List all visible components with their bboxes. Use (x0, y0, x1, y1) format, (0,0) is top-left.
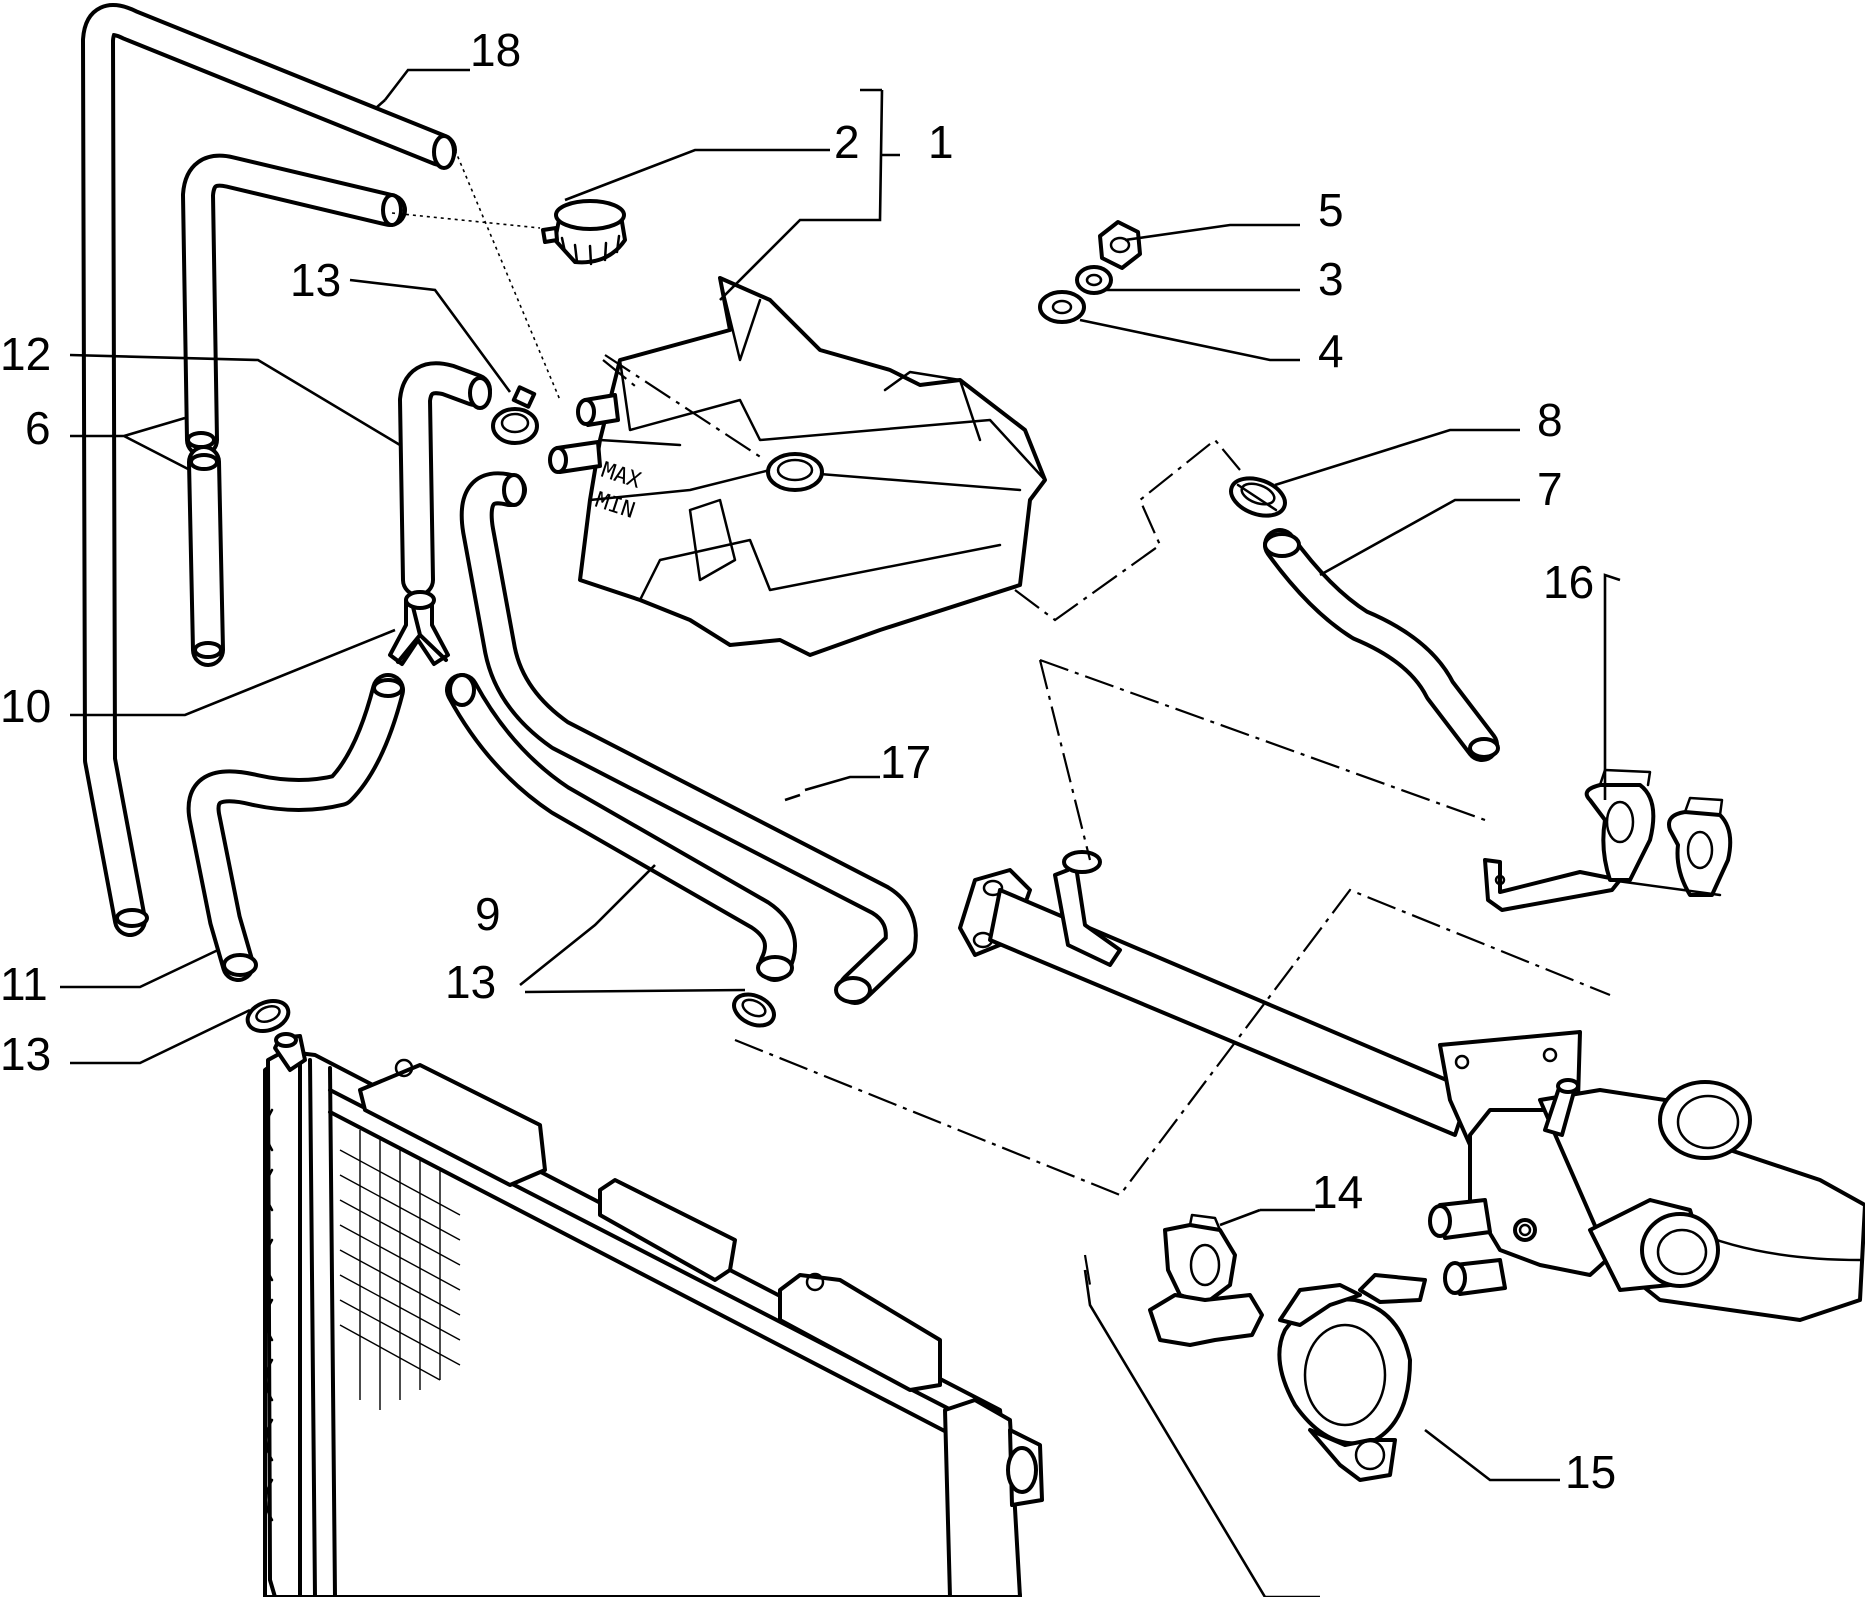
hose-clamp-13-middle (732, 992, 776, 1028)
callout-13-middle: 13 (445, 956, 496, 1008)
nut-5 (1098, 220, 1142, 270)
callout-16: 16 (1543, 556, 1594, 608)
radiator-core-grid (339, 1130, 461, 1410)
callout-6: 6 (25, 402, 51, 454)
callout-numbers: 18 2 1 5 3 4 8 7 16 13 12 6 10 17 9 11 1… (0, 24, 1616, 1498)
hose-clamp-13-lower (245, 999, 291, 1033)
callout-18: 18 (470, 24, 521, 76)
expansion-tank: MAX MIN (548, 276, 1047, 657)
callout-1: 1 (928, 116, 954, 168)
callout-11: 11 (0, 958, 48, 1010)
callout-13-bottom: 13 (0, 1028, 51, 1080)
bracket-16 (1483, 768, 1733, 912)
thermostat-housing (1428, 1030, 1865, 1322)
callout-8: 8 (1537, 394, 1563, 446)
callout-5: 5 (1318, 184, 1344, 236)
hose-18 (81, 3, 457, 937)
hose-7 (1263, 528, 1500, 762)
callout-4: 4 (1318, 325, 1344, 377)
callout-3: 3 (1318, 253, 1344, 305)
radiator (263, 1032, 1044, 1597)
callout-14: 14 (1312, 1166, 1363, 1218)
hose-9 (445, 673, 797, 982)
callout-2: 2 (834, 116, 860, 168)
coolant-outlet-pipe (958, 850, 1472, 1137)
leader-lines (60, 68, 1621, 1597)
assembly-lines (391, 149, 1611, 1286)
hose-11 (186, 673, 405, 982)
callout-7: 7 (1537, 463, 1563, 515)
y-connector-10 (388, 590, 450, 666)
callout-10: 10 (0, 680, 51, 732)
filler-cap (541, 199, 627, 266)
washer-4 (1038, 290, 1086, 324)
callout-13-top: 13 (290, 254, 341, 306)
bracket-14 (1148, 1213, 1264, 1347)
callout-9: 9 (475, 888, 501, 940)
hose-12 (398, 361, 492, 597)
hose-17 (459, 471, 918, 1005)
callout-12: 12 (0, 328, 51, 380)
bracket-15 (1277, 1273, 1427, 1482)
hose-clamp-13-upper (491, 385, 539, 445)
washer-3 (1075, 265, 1113, 295)
hose-6 (181, 153, 407, 667)
callout-15: 15 (1565, 1446, 1616, 1498)
hose-clamp-8 (1229, 476, 1287, 518)
callout-17: 17 (880, 736, 931, 788)
